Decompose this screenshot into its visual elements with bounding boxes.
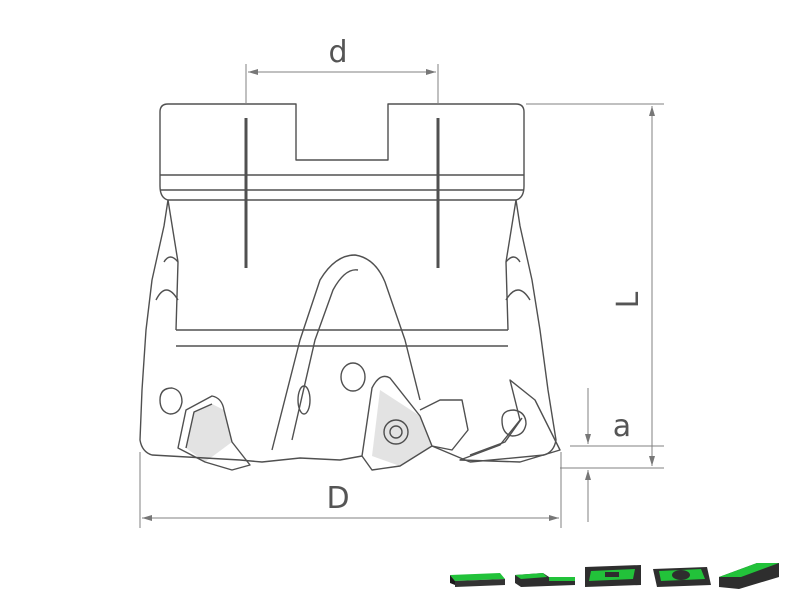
dimension-a-label: a — [613, 409, 631, 444]
insert-square-icon — [585, 565, 641, 587]
insert-step-icon — [515, 573, 575, 587]
insert-shading — [186, 390, 432, 466]
dimension-d-label: d — [328, 35, 347, 70]
insert-side-icon — [450, 573, 505, 587]
dimension-L — [526, 103, 664, 469]
bore-lines — [244, 118, 440, 268]
insert-wedge-icon — [719, 563, 779, 589]
dimension-D — [139, 452, 562, 528]
dimension-a — [570, 388, 664, 522]
dimension-D-label: D — [326, 481, 349, 516]
insert-round-icon — [653, 567, 711, 587]
cutter-body — [139, 103, 561, 471]
dimension-d — [245, 64, 439, 104]
dimension-L-label: L — [611, 291, 646, 308]
insert-icons-row — [445, 555, 785, 595]
